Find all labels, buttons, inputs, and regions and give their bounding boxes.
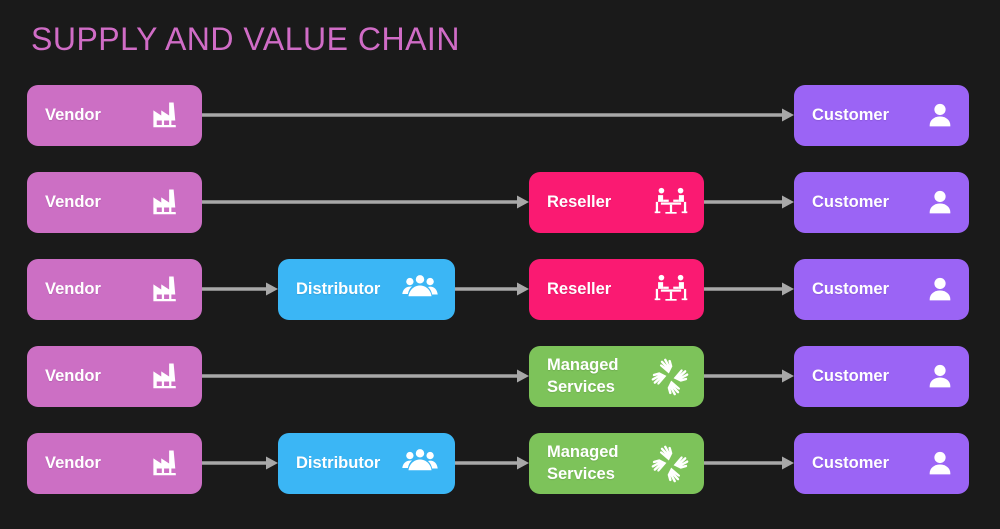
node-label: Vendor bbox=[45, 453, 101, 472]
node-label: Customer bbox=[812, 192, 890, 211]
person-icon bbox=[925, 360, 955, 394]
node-vendor[interactable]: Vendor bbox=[27, 85, 202, 146]
node-customer[interactable]: Customer bbox=[794, 346, 969, 407]
node-label: Vendor bbox=[45, 366, 101, 385]
node-customer[interactable]: Customer bbox=[794, 433, 969, 494]
node-vendor[interactable]: Vendor bbox=[27, 259, 202, 320]
factory-icon bbox=[148, 359, 188, 395]
teamwork-hands-icon bbox=[650, 358, 690, 396]
arrow-vendor-to-customer bbox=[202, 106, 794, 124]
node-label: Customer bbox=[812, 105, 890, 124]
factory-icon bbox=[148, 272, 188, 308]
node-reseller[interactable]: Reseller bbox=[529, 172, 704, 233]
node-distributor[interactable]: Distributor bbox=[278, 259, 455, 320]
people-group-icon bbox=[399, 272, 441, 308]
arrow-vendor-to-distributor bbox=[202, 454, 278, 472]
node-label: Customer bbox=[812, 366, 890, 385]
node-label: Managed Services bbox=[547, 355, 619, 396]
person-icon bbox=[925, 447, 955, 481]
node-distributor[interactable]: Distributor bbox=[278, 433, 455, 494]
node-label: Reseller bbox=[547, 279, 612, 298]
node-managed_services[interactable]: Managed Services bbox=[529, 346, 704, 407]
node-label: Reseller bbox=[547, 192, 612, 211]
node-customer[interactable]: Customer bbox=[794, 259, 969, 320]
person-icon bbox=[925, 186, 955, 220]
arrow-distributor-to-reseller bbox=[455, 280, 529, 298]
people-group-icon bbox=[399, 446, 441, 482]
meeting-table-icon bbox=[652, 272, 690, 308]
node-label: Vendor bbox=[45, 279, 101, 298]
node-label: Vendor bbox=[45, 192, 101, 211]
arrow-managed_services-to-customer bbox=[704, 367, 794, 385]
node-label: Distributor bbox=[296, 279, 381, 298]
person-icon bbox=[925, 99, 955, 133]
meeting-table-icon bbox=[652, 185, 690, 221]
node-customer[interactable]: Customer bbox=[794, 85, 969, 146]
arrow-managed_services-to-customer bbox=[704, 454, 794, 472]
node-label: Vendor bbox=[45, 105, 101, 124]
node-label: Distributor bbox=[296, 453, 381, 472]
node-label: Managed Services bbox=[547, 442, 619, 483]
node-vendor[interactable]: Vendor bbox=[27, 433, 202, 494]
person-icon bbox=[925, 273, 955, 307]
page-title: SUPPLY AND VALUE CHAIN bbox=[31, 21, 460, 57]
factory-icon bbox=[148, 446, 188, 482]
node-reseller[interactable]: Reseller bbox=[529, 259, 704, 320]
factory-icon bbox=[148, 185, 188, 221]
node-label: Customer bbox=[812, 279, 890, 298]
arrow-vendor-to-reseller bbox=[202, 193, 529, 211]
factory-icon bbox=[148, 98, 188, 134]
arrow-vendor-to-managed_services bbox=[202, 367, 529, 385]
arrow-vendor-to-distributor bbox=[202, 280, 278, 298]
teamwork-hands-icon bbox=[650, 445, 690, 483]
node-vendor[interactable]: Vendor bbox=[27, 172, 202, 233]
arrow-distributor-to-managed_services bbox=[455, 454, 529, 472]
node-managed_services[interactable]: Managed Services bbox=[529, 433, 704, 494]
arrow-reseller-to-customer bbox=[704, 280, 794, 298]
node-label: Customer bbox=[812, 453, 890, 472]
arrow-reseller-to-customer bbox=[704, 193, 794, 211]
node-customer[interactable]: Customer bbox=[794, 172, 969, 233]
node-vendor[interactable]: Vendor bbox=[27, 346, 202, 407]
